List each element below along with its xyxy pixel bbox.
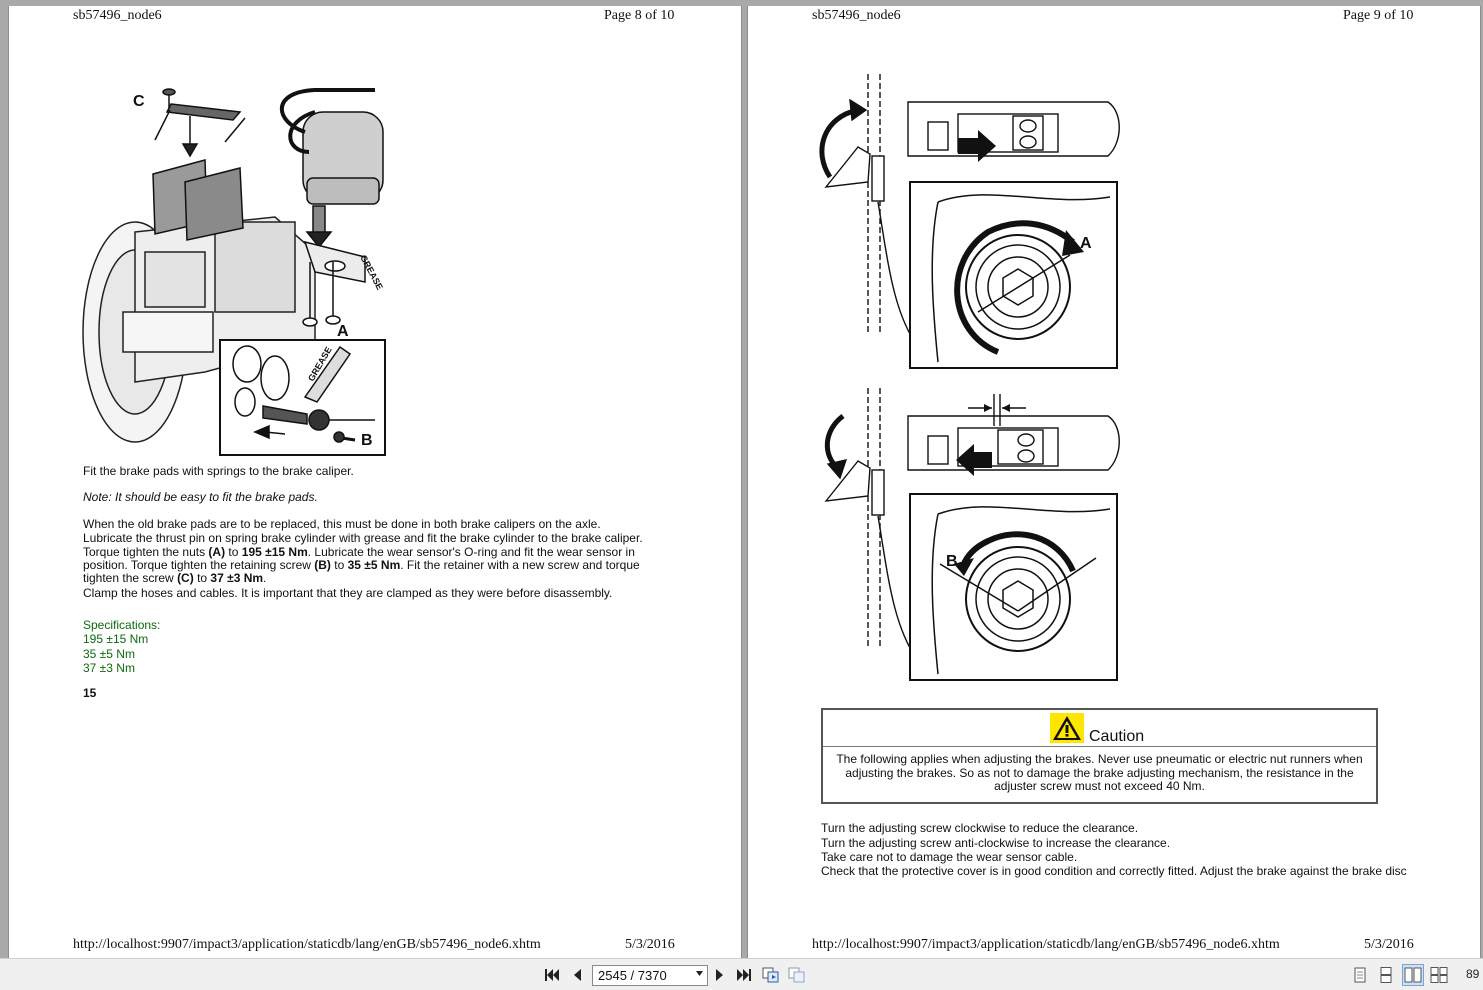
- position-line: position. Torque tighten the retaining s…: [83, 558, 640, 572]
- note-text: Note: It should be easy to fit the brake…: [83, 490, 318, 504]
- tighten-line: tighten the screw (C) to 37 ±3 Nm.: [83, 571, 267, 585]
- page-header-doc-id: sb57496_node6: [812, 8, 901, 23]
- next-page-icon[interactable]: [710, 965, 730, 985]
- label-c: C: [133, 93, 145, 110]
- clamp-line: Clamp the hoses and cables. It is import…: [83, 586, 613, 600]
- continuous-page-icon[interactable]: [1376, 965, 1396, 985]
- document-page-left: sb57496_node6 Page 8 of 10 C: [8, 6, 742, 958]
- document-page-right: sb57496_node6 Page 9 of 10: [747, 6, 1481, 958]
- label-b: B: [361, 432, 373, 449]
- page-header-page-number: Page 9 of 10: [1343, 8, 1414, 23]
- instruction-line: Turn the adjusting screw anti-clockwise …: [821, 836, 1171, 850]
- prev-page-icon[interactable]: [567, 965, 587, 985]
- caution-header: Caution: [823, 710, 1376, 747]
- footer-date: 5/3/2016: [1364, 937, 1414, 952]
- brake-adjust-clockwise-illustration: A: [819, 74, 1120, 369]
- label-a: A: [337, 323, 349, 340]
- body-line: Lubricate the thrust pin on spring brake…: [83, 531, 643, 545]
- viewer-toolbar: 2545 / 7370 89: [0, 958, 1483, 990]
- footer-date: 5/3/2016: [625, 937, 675, 952]
- spec-item: 35 ±5 Nm: [83, 647, 135, 661]
- torque-line: Torque tighten the nuts (A) to 195 ±15 N…: [83, 545, 635, 559]
- first-page-icon[interactable]: [542, 965, 562, 985]
- warning-icon: [1050, 713, 1084, 743]
- instruction-line: Turn the adjusting screw clockwise to re…: [821, 821, 1139, 835]
- label-b: B: [946, 553, 958, 570]
- two-page-continuous-icon[interactable]: [1429, 965, 1449, 985]
- instruction-line: Check that the protective cover is in go…: [821, 864, 1407, 878]
- brake-adjust-anticlockwise-illustration: B: [824, 388, 1120, 681]
- dropdown-arrow-icon: [696, 971, 703, 976]
- copy-icon[interactable]: [761, 965, 781, 985]
- caution-box: Caution The following applies when adjus…: [821, 708, 1378, 804]
- body-line: When the old brake pads are to be replac…: [83, 517, 601, 531]
- instruction-line: Take care not to damage the wear sensor …: [821, 850, 1078, 864]
- zoom-level[interactable]: 89: [1466, 967, 1480, 981]
- page-number-value: 2545 / 7370: [598, 968, 667, 983]
- page-number-select[interactable]: 2545 / 7370: [592, 965, 708, 986]
- caution-title: Caution: [1089, 728, 1145, 745]
- two-page-icon[interactable]: [1402, 964, 1424, 986]
- specifications-title: Specifications:: [83, 618, 161, 632]
- page-header-page-number: Page 8 of 10: [604, 8, 675, 23]
- step-number: 15: [83, 686, 97, 700]
- label-a: A: [1080, 235, 1092, 252]
- single-page-icon[interactable]: [1350, 965, 1370, 985]
- brake-pad-fitting-illustration: C GREASE A: [82, 88, 386, 456]
- footer-url: http://localhost:9907/impact3/applicatio…: [73, 937, 541, 952]
- paste-icon[interactable]: [787, 965, 807, 985]
- spec-item: 37 ±3 Nm: [83, 661, 135, 675]
- last-page-icon[interactable]: [734, 965, 754, 985]
- spec-item: 195 ±15 Nm: [83, 632, 149, 646]
- page-header-doc-id: sb57496_node6: [73, 8, 162, 23]
- footer-url: http://localhost:9907/impact3/applicatio…: [812, 937, 1280, 952]
- instruction-fit-pads: Fit the brake pads with springs to the b…: [83, 464, 354, 478]
- caution-body: The following applies when adjusting the…: [836, 752, 1363, 793]
